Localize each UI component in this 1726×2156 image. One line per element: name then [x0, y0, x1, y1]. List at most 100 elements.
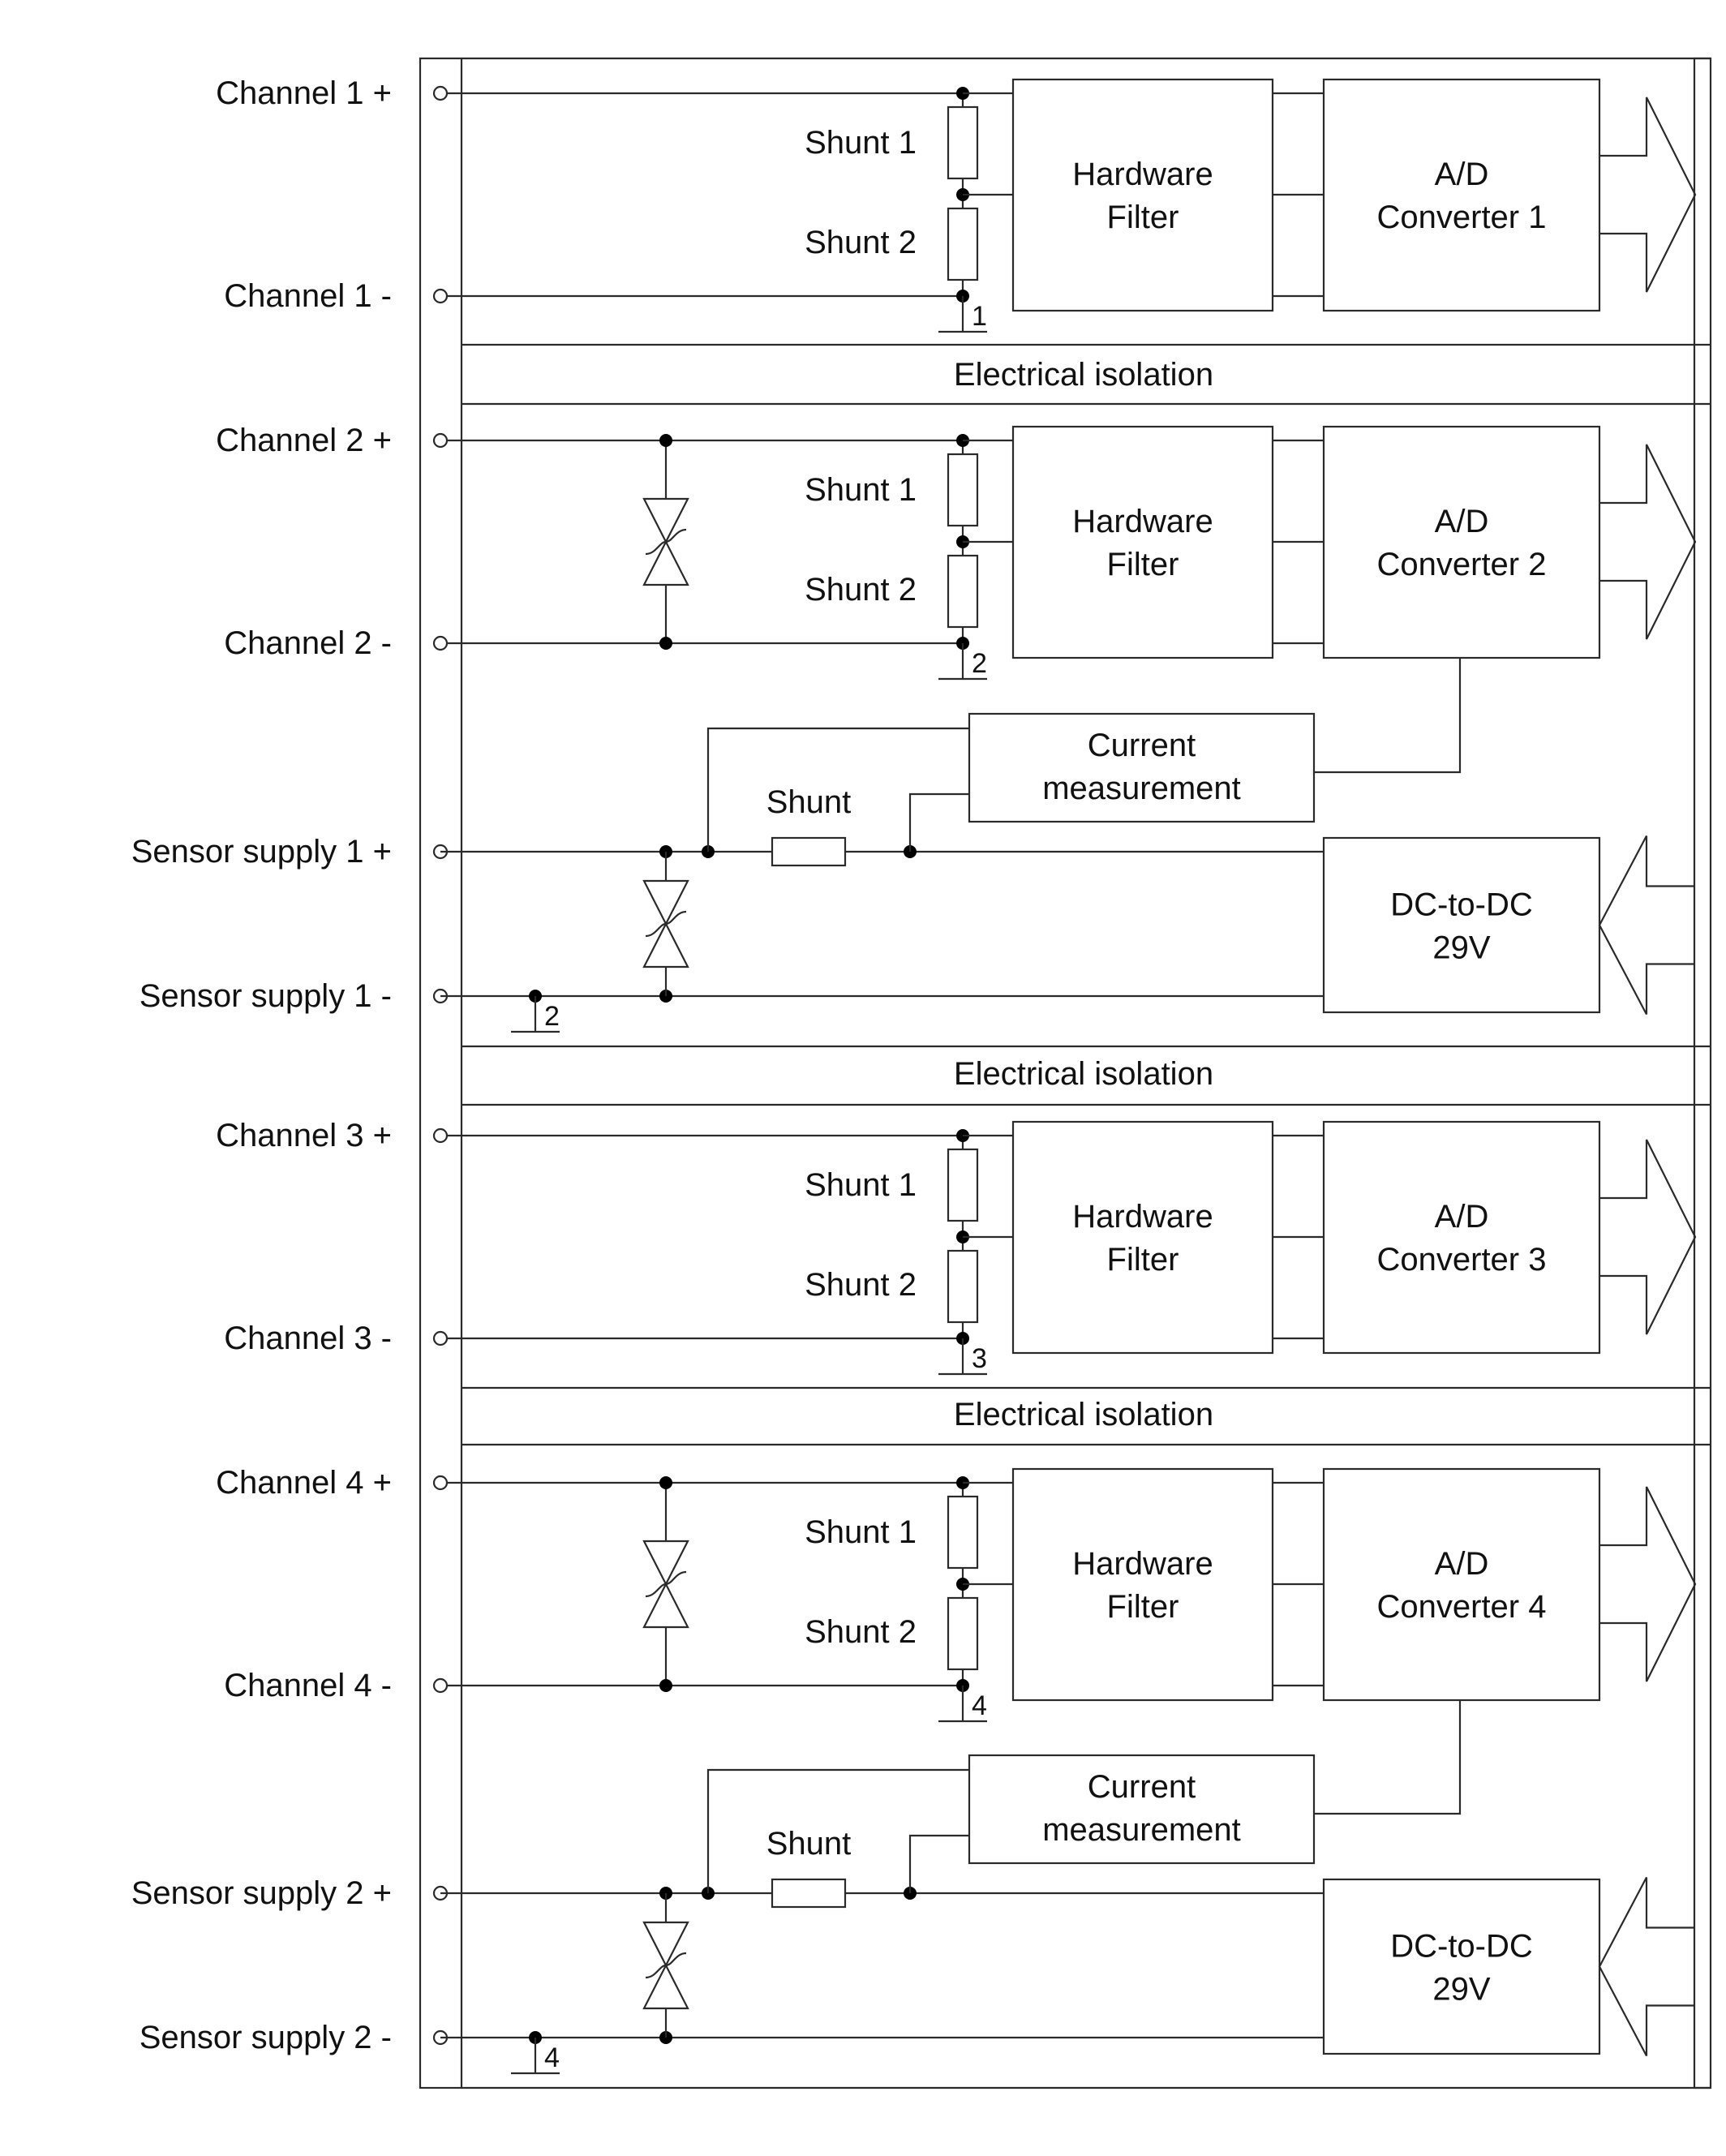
current-sense-right-wire [908, 792, 969, 852]
suppressor-bottom-dot [659, 1679, 672, 1692]
shunt-2-resistor [947, 207, 979, 281]
supply-suppressor-bar [645, 1952, 687, 1979]
block-ch3: Channel 3 + Channel 3 - Shunt 1 Shunt 2 3 Har… [216, 1103, 1711, 1389]
filter-label-line-1: Hardware [1072, 1199, 1213, 1235]
shunt-2-label: Shunt 2 [805, 1267, 917, 1303]
adc-label-line-2: Converter 1 [1377, 200, 1547, 235]
frame-layer: Electrical isolation Electrical isolatio… [419, 57, 1712, 2089]
current-label-line-2: measurement [1042, 771, 1241, 806]
channel-plus-terminal [432, 1127, 449, 1144]
filter-label-line-1: Hardware [1072, 504, 1213, 539]
shunt-1-resistor [947, 1148, 979, 1222]
adc-output-arrow [1599, 1486, 1697, 1682]
filter-label-line-2: Filter [1107, 1242, 1179, 1278]
channel-ground-label: 3 [972, 1343, 987, 1374]
supply-suppressor-triangle-bottom [642, 1963, 689, 2010]
channel-plus-terminal [432, 1475, 449, 1491]
supply-suppressor-triangle-bottom [642, 921, 689, 968]
filter-label-line-1: Hardware [1072, 157, 1213, 192]
channel-suppressor-triangle-bottom [642, 1582, 689, 1629]
channel-minus-terminal [432, 1330, 449, 1346]
shunt-1-resistor [947, 105, 979, 180]
filter-label-line-2: Filter [1107, 1589, 1179, 1625]
current-label-line-2: measurement [1042, 1812, 1241, 1848]
suppressor-top-dot [659, 434, 672, 447]
suppressor-top-dot [659, 1476, 672, 1489]
channel-suppressor-bar [645, 528, 687, 556]
shunt-1-resistor [947, 453, 979, 527]
dc-dc-converter-box [1322, 836, 1601, 1014]
channel-minus-label: Channel 2 - [224, 625, 392, 661]
dcdc-label-line-1: DC-to-DC [1390, 887, 1533, 923]
shunt-1-resistor [947, 1495, 979, 1570]
filter-label-line-1: Hardware [1072, 1546, 1213, 1582]
current-sense-right-wire [908, 1834, 969, 1893]
isolation-label-3: Electrical isolation [954, 1397, 1213, 1432]
filter-label-line-2: Filter [1107, 547, 1179, 582]
supply-shunt-resistor [771, 1878, 847, 1909]
supply-ground-label: 4 [544, 2042, 560, 2073]
hardware-filter-box [1011, 78, 1274, 312]
channel-minus-label: Channel 4 - [224, 1668, 392, 1703]
hardware-filter-box [1011, 1467, 1274, 1702]
shunt-2-resistor [947, 554, 979, 629]
channel-suppressor-triangle-top [642, 497, 689, 544]
shunt-1-label: Shunt 1 [805, 472, 917, 508]
channel-plus-label: Channel 3 + [216, 1118, 392, 1153]
current-sense-left-wire [706, 727, 969, 852]
channel-plus-label: Channel 1 + [216, 75, 392, 111]
current-to-adc-wire [1314, 657, 1462, 774]
supply-suppressor-bar [645, 910, 687, 938]
channel-ground-label: 4 [972, 1690, 987, 1721]
hardware-filter-box [1011, 1120, 1274, 1355]
dcdc-input-arrow [1598, 1876, 1694, 2057]
adc-label-line-2: Converter 2 [1377, 547, 1547, 582]
channel-ground-label: 1 [972, 301, 987, 332]
adc-label-line-2: Converter 3 [1377, 1242, 1547, 1278]
isolation-label-1: Electrical isolation [954, 357, 1213, 393]
filter-label-line-2: Filter [1107, 200, 1179, 235]
current-sense-left-wire [706, 1768, 969, 1893]
channel-minus-label: Channel 1 - [224, 278, 392, 314]
dcdc-input-arrow [1598, 835, 1694, 1016]
isolation-label-2: Electrical isolation [954, 1056, 1213, 1092]
channel-minus-terminal [432, 635, 449, 651]
output-bus-bar [1693, 57, 1712, 2089]
supply-suppressor-triangle-top [642, 1921, 689, 1968]
current-label-line-1: Current [1088, 1769, 1196, 1805]
ad-converter-box [1322, 78, 1601, 312]
channel-plus-label: Channel 4 + [216, 1465, 392, 1501]
channel-suppressor-triangle-top [642, 1540, 689, 1587]
suppressor-bottom-dot [659, 637, 672, 650]
dcdc-label-line-2: 29V [1432, 1972, 1490, 2008]
ad-converter-box [1322, 425, 1601, 659]
channel-minus-label: Channel 3 - [224, 1321, 392, 1356]
adc-output-arrow [1599, 97, 1697, 293]
dcdc-label-line-2: 29V [1432, 930, 1490, 966]
channel-minus-terminal [432, 1677, 449, 1694]
block-ch4: Channel 4 + Channel 4 - Shunt 1 Shunt 2 4 Har… [131, 1443, 1711, 2089]
supply-ground-label: 2 [544, 1001, 560, 1032]
terminal-rail [419, 57, 463, 2089]
shunt-2-resistor [947, 1249, 979, 1324]
channel-suppressor-triangle-bottom [642, 539, 689, 586]
shunt-2-label: Shunt 2 [805, 572, 917, 608]
dcdc-label-line-1: DC-to-DC [1390, 1929, 1533, 1965]
current-measurement-box [968, 712, 1316, 823]
dc-dc-converter-box [1322, 1878, 1601, 2055]
shunt-1-label: Shunt 1 [805, 1167, 917, 1203]
adc-label-line-1: A/D [1435, 157, 1489, 192]
supply-plus-label: Sensor supply 1 + [131, 834, 392, 870]
shunt-2-label: Shunt 2 [805, 1614, 917, 1650]
adc-output-arrow [1599, 1139, 1697, 1335]
supply-shunt-label: Shunt [766, 1826, 852, 1862]
shunt-1-label: Shunt 1 [805, 1514, 917, 1550]
supply-shunt-label: Shunt [766, 784, 852, 820]
supply-suppressor-triangle-top [642, 879, 689, 926]
supply-plus-label: Sensor supply 2 + [131, 1875, 392, 1911]
ad-converter-box [1322, 1467, 1601, 1702]
